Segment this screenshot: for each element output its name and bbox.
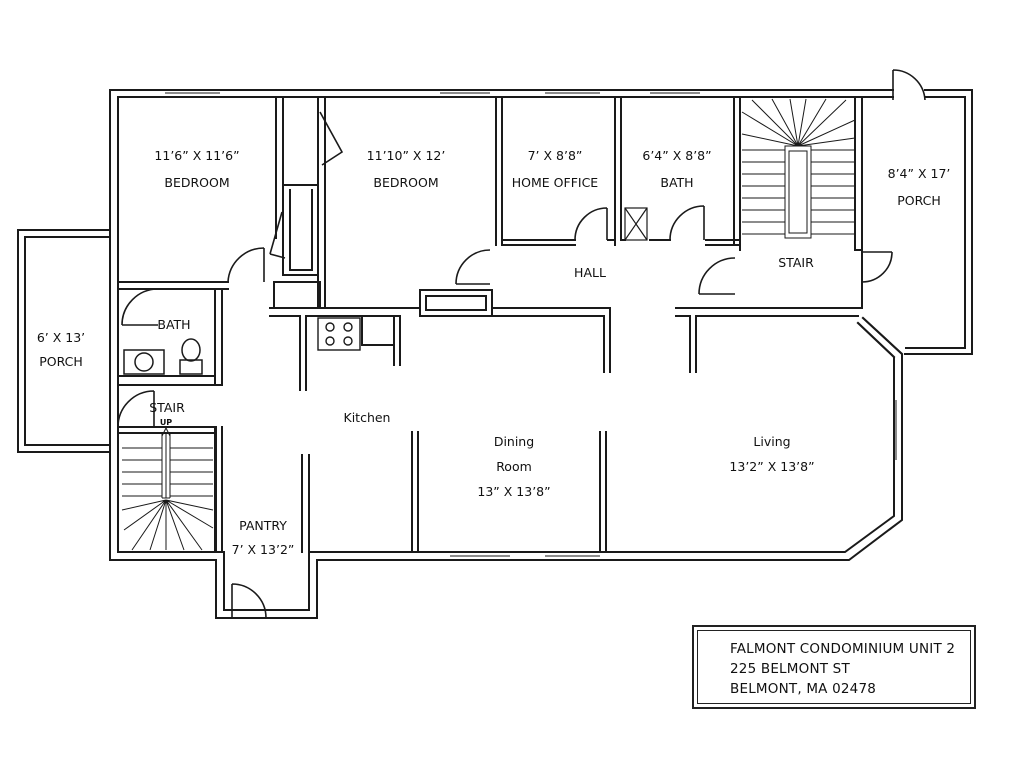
closet-door-2 [269, 211, 286, 259]
room-label-bedroom-1-1: BEDROOM [164, 175, 229, 190]
door-stair-right [698, 257, 736, 295]
title-line-2: 225 BELMONT ST [730, 661, 850, 677]
door-pantry [231, 583, 267, 619]
door-hall-left [455, 249, 491, 285]
bath-upper-fixtures [624, 207, 648, 241]
room-label-bedroom-2-0: 11’10” X 12’ [367, 148, 446, 163]
room-label-porch-right-0: 8’4” X 17’ [888, 166, 951, 181]
door-office [574, 207, 608, 241]
room-label-bath-upper-1: BATH [660, 175, 693, 190]
exterior-wall-outer [109, 89, 903, 619]
porch-right-outline [861, 89, 973, 355]
room-label-home-office-1: HOME OFFICE [512, 175, 599, 190]
room-label-stair-right-0: STAIR [778, 255, 814, 270]
office-bath-walls [501, 96, 741, 251]
sink-icon [123, 349, 165, 375]
room-label-pantry-0: PANTRY [239, 518, 287, 533]
exterior-wall-inner [117, 96, 895, 611]
closet-walls [273, 96, 326, 309]
windows [109, 92, 897, 557]
title-block-inner: FALMONT CONDOMINIUM UNIT 2 225 BELMONT S… [697, 630, 971, 704]
room-label-bedroom-1-0: 11’6” X 11’6” [154, 148, 239, 163]
bath-left-fixtures [123, 338, 203, 375]
room-label-home-office-0: 7’ X 8’8” [528, 148, 583, 163]
room-label-dining-0: Dining [494, 434, 534, 449]
room-label-kitchen-0: Kitchen [344, 410, 391, 425]
porch-left-outline [17, 229, 111, 453]
door-porch-right-inner [861, 251, 893, 283]
door-stair-left [117, 390, 155, 428]
room-label-porch-left-1: PORCH [39, 354, 83, 369]
stair-up-arrow-icon [161, 426, 171, 498]
stair-up-label: UP [160, 418, 172, 427]
doors [117, 69, 926, 619]
toilet-icon [179, 359, 203, 375]
room-label-dining-2: 13” X 13’8” [477, 484, 550, 499]
shower-icon [624, 207, 648, 241]
room-label-porch-right-1: PORCH [897, 193, 941, 208]
stove-icon [317, 317, 361, 351]
title-block: FALMONT CONDOMINIUM UNIT 2 225 BELMONT S… [692, 625, 976, 709]
hall-walls [419, 289, 863, 373]
room-label-porch-left-0: 6’ X 13’ [37, 330, 85, 345]
door-bath-upper [669, 205, 705, 241]
room-label-bedroom-2-1: BEDROOM [373, 175, 438, 190]
room-label-dining-1: Room [496, 459, 532, 474]
room-label-bath-left-0: BATH [157, 317, 190, 332]
door-bedroom1 [227, 247, 265, 283]
walls [17, 89, 973, 619]
room-label-pantry-1: 7’ X 13’2” [232, 542, 295, 557]
door-porch-right [892, 69, 926, 101]
room-label-bath-upper-0: 6’4” X 8’8” [642, 148, 711, 163]
stair-porch-wall [854, 96, 863, 309]
bedroom-2-walls [324, 96, 503, 309]
room-label-living-1: 13’2” X 13’8” [729, 459, 814, 474]
bedroom-1-walls [117, 96, 284, 290]
room-label-hall-0: HALL [574, 265, 606, 280]
closet-door-1 [319, 111, 344, 166]
room-labels: 11’6” X 11’6” BEDROOM 11’10” X 12’ BEDROOM 7… [37, 148, 951, 557]
room-label-stair-left-0: STAIR [149, 400, 185, 415]
dining-walls [411, 431, 607, 553]
kitchen-counter [269, 307, 421, 391]
title-line-3: BELMONT, MA 02478 [730, 681, 877, 697]
title-line-1: FALMONT CONDOMINIUM UNIT 2 [730, 641, 956, 657]
bath-left-walls [117, 288, 223, 386]
door-bath-left [121, 288, 159, 326]
room-label-living-0: Living [753, 434, 790, 449]
stair-right-treads [741, 98, 856, 239]
pantry-walls [215, 426, 310, 553]
stair-left-treads [121, 426, 214, 551]
bay-window-walls [856, 316, 904, 359]
